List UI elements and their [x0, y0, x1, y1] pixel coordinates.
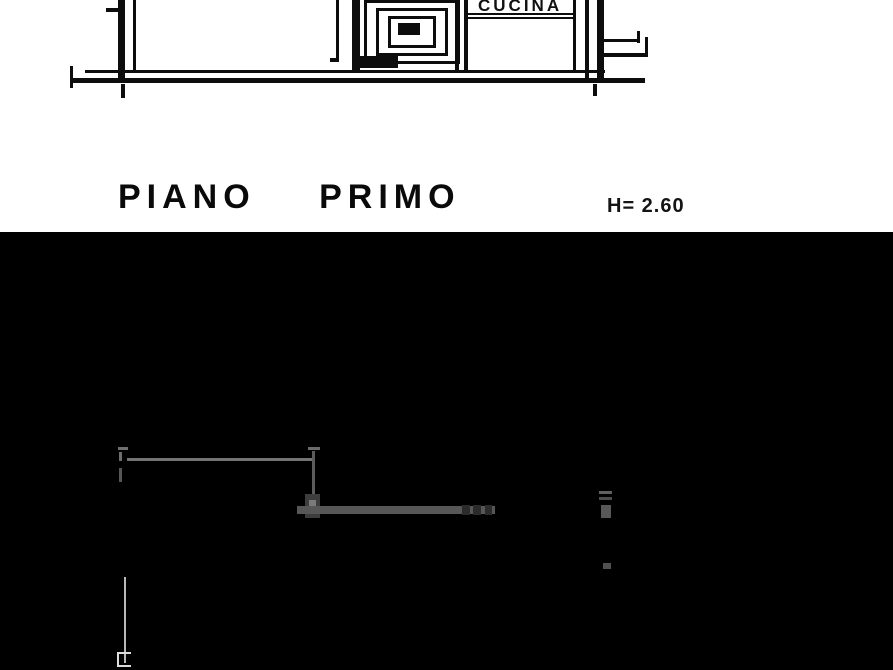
stair-right-wall: [455, 0, 459, 70]
faint-vertical-line-center: [312, 451, 315, 503]
room-divider-foot: [330, 58, 339, 62]
faint-small-mark-right: [603, 563, 611, 569]
stair-outline-inner: [388, 16, 436, 48]
faint-bar-glyph-b: [473, 505, 481, 515]
wall-bottom-main: [70, 78, 645, 83]
drawing-paper: CUCINA PIANO PRIMO H= 2.60: [0, 0, 893, 232]
stair-core: [398, 23, 420, 35]
stair-outline-middle: [376, 8, 448, 56]
faint-gray-bar: [297, 506, 495, 514]
balcony-bottom-line: [604, 53, 648, 57]
kitchen-left-wall: [464, 0, 468, 70]
right-double-wall-b: [597, 0, 604, 82]
wall-left-tick: [106, 8, 122, 12]
balcony-end-tick-a: [637, 31, 640, 43]
faint-bracket-bottomleft: [117, 652, 131, 667]
wall-left-outer: [118, 0, 125, 80]
faint-vertical-line-bottomleft: [124, 577, 126, 663]
faint-bar-glyph-a: [462, 505, 470, 515]
floor-title: PIANO PRIMO: [118, 178, 461, 216]
faint-tick-topleft-c: [119, 468, 122, 482]
faint-bar-glyph-c: [485, 505, 492, 515]
balcony-top-line: [604, 39, 640, 42]
stair-left-wall: [352, 0, 360, 70]
wall-bottom-thin-line: [85, 70, 605, 73]
faint-right-tick-a: [599, 491, 612, 494]
wall-stub-below-left: [121, 84, 125, 98]
room-divider-wall: [336, 0, 339, 62]
faint-right-block: [601, 505, 611, 518]
faint-horizontal-line: [127, 458, 313, 461]
kitchen-underline-1: [466, 13, 576, 15]
wall-left-end-tick: [70, 66, 73, 88]
faint-right-tick-b: [599, 497, 612, 500]
balcony-end-tick-b: [645, 37, 648, 57]
faint-tick-center-top: [308, 447, 320, 450]
right-double-wall-a: [585, 0, 589, 82]
faint-tick-topleft-a: [118, 447, 128, 450]
ceiling-height-label: H= 2.60: [607, 195, 685, 217]
kitchen-right-wall: [573, 0, 576, 72]
wall-stub-below-right: [593, 84, 597, 96]
room-label-cucina: CUCINA: [478, 0, 563, 15]
wall-left-inner: [133, 0, 136, 72]
kitchen-underline-2: [466, 17, 576, 19]
faint-tick-topleft-b: [119, 452, 122, 461]
